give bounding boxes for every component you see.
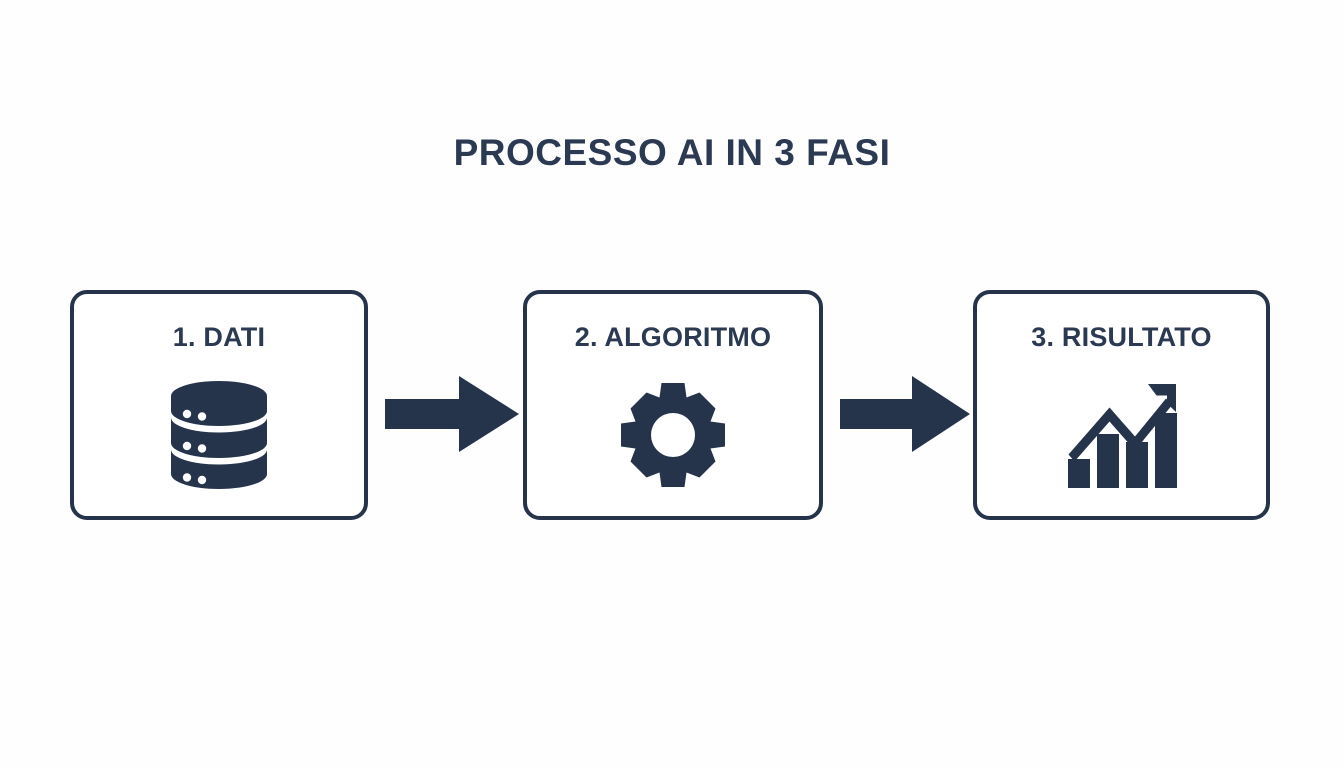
step-card-dati[interactable]: 1. DATI: [70, 290, 368, 520]
arrow-right-icon-1: [385, 376, 519, 452]
step-label-1: 1. DATI: [172, 322, 266, 352]
database-icon: [74, 372, 364, 497]
arrow-right-icon-2: [840, 376, 970, 452]
step-label-3: 3. RISULTATO: [1031, 322, 1212, 352]
step-card-algoritmo[interactable]: 2. ALGORITMO: [523, 290, 823, 520]
growth-chart-icon: [977, 372, 1266, 497]
page-title: PROCESSO AI IN 3 FASI: [453, 132, 891, 173]
step-label-2: 2. ALGORITMO: [574, 322, 772, 352]
step-card-risultato[interactable]: 3. RISULTATO: [973, 290, 1270, 520]
gear-icon: [527, 372, 819, 497]
